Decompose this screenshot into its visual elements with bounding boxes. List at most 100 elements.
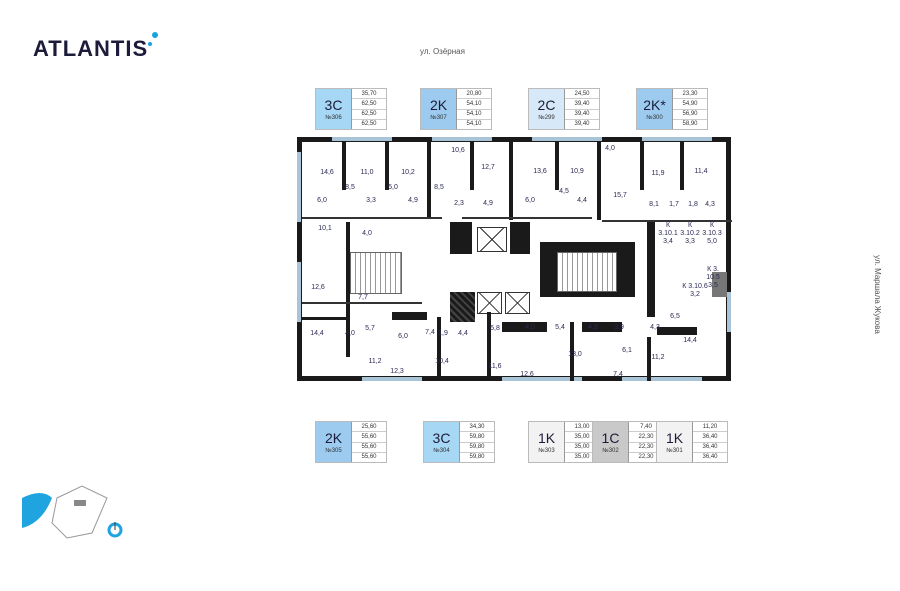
room-area-label: 8,5 — [345, 184, 355, 191]
room-area-label: К 3.10.2 3,3 — [680, 222, 700, 245]
room-area-label: 12,6 — [311, 284, 325, 291]
area-value: 20,80 — [457, 89, 491, 100]
area-value: 22,30 — [638, 454, 654, 461]
room-area-label: К 3. 10.5 3,5 — [706, 266, 720, 289]
room-area-label: 5,0 — [388, 184, 398, 191]
elevator — [505, 292, 530, 314]
logo-dot — [152, 32, 158, 38]
room-area-label: 13,0 — [568, 351, 582, 358]
room-area-label: 4,0 — [345, 330, 355, 337]
wall — [509, 142, 513, 220]
room-area-label: 12,6 — [520, 371, 534, 378]
wall — [302, 217, 442, 219]
area-value: 55,60 — [361, 454, 377, 461]
type-label: 2K* — [643, 97, 666, 113]
wall — [342, 142, 346, 190]
wall — [582, 322, 622, 332]
staircase-left — [350, 252, 402, 294]
wall — [680, 142, 684, 190]
wall — [647, 337, 651, 381]
room-area-label: 6,0 — [525, 197, 535, 204]
apartment-number: №303 — [538, 448, 555, 454]
area-value: 39,40 — [565, 99, 599, 110]
wall — [602, 220, 732, 222]
wall — [597, 142, 601, 220]
room-area-label: К 3.10.6 3,2 — [682, 283, 708, 298]
room-area-label: 4,4 — [458, 330, 468, 337]
apartment-number: №305 — [325, 448, 342, 454]
area-value: 54,10 — [457, 110, 491, 120]
area-value: 59,80 — [469, 454, 485, 461]
apartment-type: 2K №307 — [421, 89, 457, 129]
room-area-label: 1,8 — [688, 201, 698, 208]
room-area-label: 10,6 — [451, 147, 465, 154]
current-building — [74, 500, 86, 506]
room-area-label: 6,1 — [622, 347, 632, 354]
room-area-label: К 3.10.1 3,4 — [658, 222, 678, 245]
area-value: 34,30 — [460, 422, 494, 433]
wall — [502, 322, 547, 332]
area-value: 7,40 — [629, 422, 663, 433]
room-area-label: 10,9 — [570, 168, 584, 175]
type-label: 3C — [432, 430, 451, 446]
wall — [450, 222, 472, 254]
wall — [647, 222, 655, 317]
room-area-label: 4,3 — [705, 201, 715, 208]
room-area-label: 12,7 — [481, 164, 495, 171]
wall — [462, 217, 592, 219]
wall — [487, 312, 491, 381]
window — [532, 137, 602, 141]
apartment-number: №299 — [538, 115, 555, 121]
room-area-label: 4,9 — [588, 324, 598, 331]
area-value: 62,50 — [352, 110, 386, 120]
room-area-label: 14,4 — [683, 337, 697, 344]
area-value: 11,20 — [693, 422, 727, 433]
room-area-label: 13,6 — [533, 168, 547, 175]
window — [642, 137, 712, 141]
apartment-number: №300 — [646, 115, 663, 121]
apartment-number: №307 — [430, 115, 447, 121]
wall — [657, 327, 697, 335]
room-area-label: К 3.10.3 5,0 — [702, 222, 722, 245]
type-label: 2K — [429, 97, 448, 113]
window — [502, 377, 582, 381]
room-area-label: 11,2 — [368, 358, 382, 365]
window — [297, 152, 301, 222]
wall — [570, 322, 574, 381]
window — [332, 137, 392, 141]
area-value: 35,00 — [565, 443, 599, 453]
type-label: 1K — [665, 430, 684, 446]
area-value: 58,90 — [682, 121, 698, 128]
type-label: 1C — [601, 430, 620, 446]
area-value: 54,10 — [457, 99, 491, 110]
area-value: 36,40 — [693, 443, 727, 453]
wall — [427, 142, 431, 217]
room-area-label: 10,4 — [435, 358, 449, 365]
room-area-label: 6,0 — [398, 333, 408, 340]
wall — [385, 142, 389, 190]
room-area-label: 5,8 — [490, 325, 500, 332]
area-value: 62,50 — [361, 121, 377, 128]
room-area-label: 15,7 — [613, 192, 627, 199]
site-outline — [51, 485, 108, 539]
room-area-label: 11,9 — [651, 170, 665, 177]
logo-dot-small — [148, 42, 152, 46]
room-area-label: 11,6 — [488, 363, 502, 370]
